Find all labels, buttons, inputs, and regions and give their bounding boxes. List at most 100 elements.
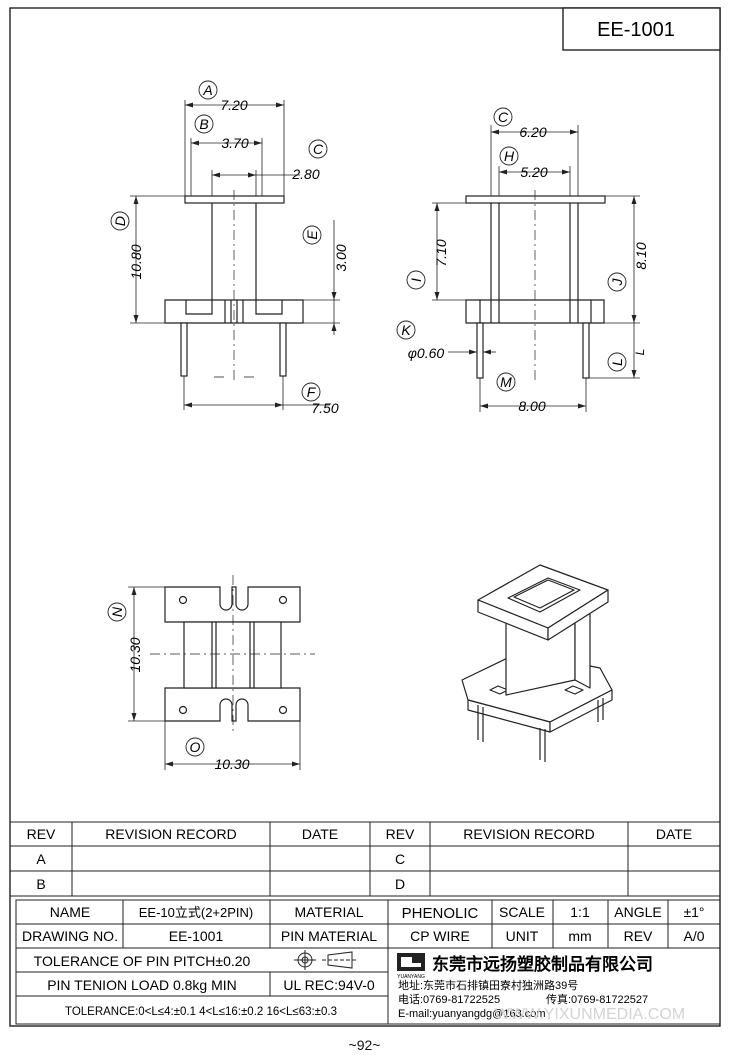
drawing-id-box: EE-1001	[562, 7, 721, 51]
tolerance-pin-pitch: TOLERANCE OF PIN PITCH±0.20	[34, 953, 251, 969]
rev-label: REV	[624, 928, 653, 944]
dim-front-e: 3.00	[333, 244, 349, 271]
callout-circle-c	[308, 139, 328, 159]
callout-circle-c2	[493, 107, 513, 127]
dim-top-n: 10.30	[127, 637, 143, 672]
callout-circle-d	[110, 211, 130, 231]
top-view-labels: N 10.30 O 10.30	[107, 602, 250, 772]
date-header-2: DATE	[656, 826, 692, 842]
side-view-labels: C 6.20 H 5.20 I 7.10 J 8.10 K φ0.60 L L …	[396, 107, 649, 414]
drawing-id: EE-1001	[597, 19, 675, 41]
angle-label: ANGLE	[614, 904, 661, 920]
title-block	[15, 899, 721, 1025]
company-address: 地址:东莞市石排镇田寮村独洲路39号	[398, 978, 578, 992]
callout-circle-e	[302, 225, 322, 245]
logo-text: YUANYANG	[397, 974, 425, 980]
callout-circle-m	[496, 372, 516, 392]
callout-circle-f	[301, 382, 321, 402]
rev-row-c: C	[395, 851, 405, 867]
pin-tension: PIN TENION LOAD 0.8kg MIN	[47, 977, 237, 993]
page-number: ~92~	[348, 1037, 381, 1053]
rev-value: A/0	[683, 928, 704, 944]
material-label: MATERIAL	[295, 904, 364, 920]
callout-circle-b	[194, 114, 214, 134]
revision-record-header-2: REVISION RECORD	[463, 826, 594, 842]
ul-rec: UL REC:94V-0	[283, 977, 375, 993]
watermark: WWW.YIXUNMEDIA.COM	[495, 1006, 685, 1023]
unit-value: mm	[568, 928, 591, 944]
dim-front-c: 2.80	[291, 166, 319, 182]
callout-circle-l	[607, 352, 627, 372]
dim-side-m: 8.00	[518, 398, 545, 414]
rev-header-2: REV	[386, 826, 415, 842]
callout-circle-j	[607, 272, 627, 292]
rev-row-b: B	[36, 876, 45, 892]
callout-o: O	[190, 739, 201, 755]
front-view	[130, 100, 340, 410]
dim-side-k: φ0.60	[408, 345, 445, 361]
company-email: E-mail:yuanyangdg@163.com	[398, 1008, 546, 1020]
callout-f: F	[307, 384, 317, 400]
dim-side-i: 7.10	[433, 239, 449, 266]
rev-row-a: A	[36, 851, 46, 867]
scale-value: 1:1	[570, 904, 590, 920]
name-value: EE-10立式(2+2PIN)	[139, 905, 254, 920]
callout-b: B	[199, 116, 208, 132]
drawing-no-label: DRAWING NO.	[22, 928, 118, 944]
front-view-labels: A 7.20 B 3.70 C 2.80 D 10.80 E 3.00 F 7.…	[110, 80, 349, 416]
callout-d: D	[112, 216, 128, 226]
dim-front-d: 10.80	[128, 244, 144, 279]
callout-c2: C	[498, 109, 509, 125]
callout-circle-h	[499, 146, 519, 166]
callout-i: I	[408, 278, 424, 282]
callout-m: M	[500, 374, 512, 390]
revision-table	[9, 821, 721, 897]
company-phone: 电话:0769-81722525	[398, 993, 500, 1006]
callout-circle-k	[396, 320, 416, 340]
date-header-1: DATE	[302, 826, 338, 842]
company-fax: 传真:0769-81722527	[546, 992, 648, 1006]
callout-h: H	[504, 148, 515, 164]
callout-circle-a	[198, 80, 218, 100]
angle-value: ±1°	[683, 904, 704, 920]
dim-side-j: 8.10	[633, 242, 649, 269]
top-view	[128, 575, 315, 770]
callout-circle-i	[406, 270, 426, 290]
callout-k: K	[401, 322, 411, 338]
dim-front-b: 3.70	[221, 135, 248, 151]
pin-material-value: CP WIRE	[410, 928, 470, 944]
side-view	[432, 125, 640, 412]
callout-l: L	[609, 358, 625, 366]
tolerance-general: TOLERANCE:0<L≤4:±0.1 4<L≤16:±0.2 16<L≤63…	[65, 1006, 337, 1018]
name-label: NAME	[50, 904, 90, 920]
revision-record-header-1: REVISION RECORD	[105, 826, 236, 842]
drawing-no-value: EE-1001	[169, 928, 224, 944]
pin-material-label: PIN MATERIAL	[281, 928, 377, 944]
isometric-view	[461, 564, 613, 762]
dim-side-c: 6.20	[519, 124, 546, 140]
projection-symbol-icon	[294, 950, 358, 970]
rev-header-1: REV	[27, 826, 56, 842]
material-value: PHENOLIC	[402, 905, 479, 922]
unit-label: UNIT	[506, 928, 539, 944]
rev-row-d: D	[395, 876, 405, 892]
sheet-border	[9, 7, 721, 1027]
callout-circle-o	[185, 737, 205, 757]
callout-j: J	[609, 278, 625, 287]
dim-front-f: 7.50	[311, 400, 338, 416]
revision-table-text: REV REVISION RECORD DATE REV REVISION RE…	[27, 826, 693, 892]
callout-circle-n	[107, 602, 127, 622]
dim-side-l: L	[633, 349, 647, 356]
dim-front-a: 7.20	[220, 97, 247, 113]
dim-top-o: 10.30	[214, 756, 249, 772]
callout-c: C	[313, 141, 324, 157]
callout-a: A	[202, 82, 212, 98]
company-logo-icon: YUANYANG	[397, 953, 425, 980]
company-info: 东莞市远扬塑胶制品有限公司 地址:东莞市石排镇田寮村独洲路39号 电话:0769…	[398, 954, 653, 1020]
dim-side-h: 5.20	[520, 164, 547, 180]
scale-label: SCALE	[499, 904, 545, 920]
callout-e: E	[304, 230, 320, 240]
company-name: 东莞市远扬塑胶制品有限公司	[432, 954, 653, 974]
title-block-text: NAME EE-10立式(2+2PIN) MATERIAL PHENOLIC S…	[22, 904, 705, 1018]
